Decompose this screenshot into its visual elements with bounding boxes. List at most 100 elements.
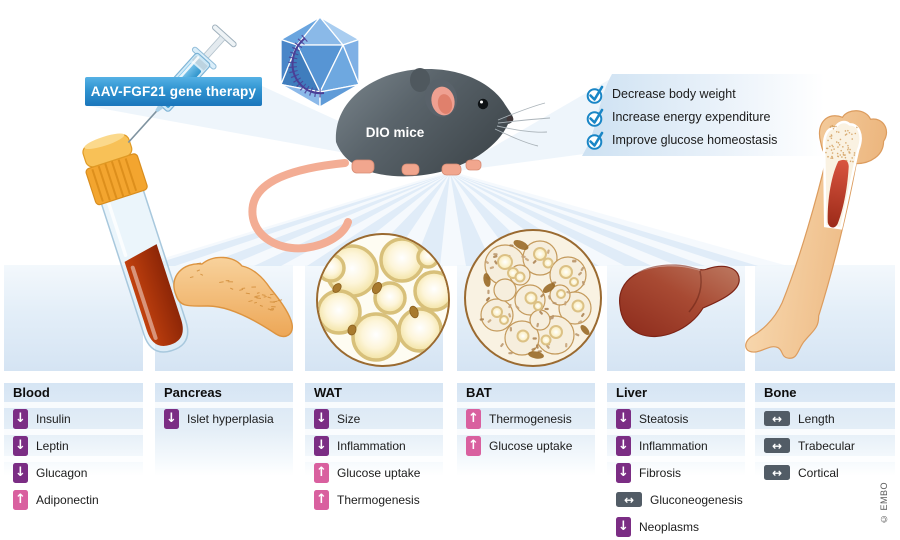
effect-label: Steatosis <box>639 411 689 426</box>
increase-arrow-icon: ↑ <box>314 489 329 510</box>
increase-arrow-icon: ↑ <box>466 408 481 429</box>
panel-title: Bone <box>764 385 797 400</box>
row-separator <box>607 402 745 408</box>
effect-label: Thermogenesis <box>489 411 572 426</box>
row-separator <box>305 429 443 435</box>
panel-title: WAT <box>314 385 342 400</box>
check-icon <box>586 131 604 150</box>
panel-title: Blood <box>13 385 50 400</box>
benefit-text: Increase energy expenditure <box>612 109 771 124</box>
check-icon <box>586 85 604 104</box>
effect-row: ↑ Thermogenesis <box>457 408 595 429</box>
effect-row: ↓ Inflammation <box>607 435 745 456</box>
check-icon <box>586 108 604 127</box>
unchanged-arrow-icon: ↔ <box>764 438 790 453</box>
effect-row: ↔ Length <box>755 408 895 429</box>
row-separator <box>755 456 895 462</box>
effect-label: Gluconeogenesis <box>650 492 743 507</box>
organ-strip <box>457 265 595 371</box>
effect-label: Trabecular <box>798 438 855 453</box>
benefit-item: Improve glucose homeostasis <box>586 128 777 151</box>
panel-title: Pancreas <box>164 385 222 400</box>
panel-title: Liver <box>616 385 648 400</box>
organ-strip <box>305 265 443 371</box>
unchanged-arrow-icon: ↔ <box>764 465 790 480</box>
effect-label: Glucose uptake <box>489 438 573 453</box>
effects-panel: Pancreas ↓Islet hyperplasia <box>155 383 293 476</box>
row-separator <box>4 402 143 408</box>
effect-label: Glucagon <box>36 465 88 480</box>
panel-background <box>155 383 293 476</box>
row-separator <box>4 429 143 435</box>
organ-column-bone: Bone ↔ Length ↔ Trabecular ↔ Cortical <box>755 265 895 540</box>
increase-arrow-icon: ↑ <box>314 462 329 483</box>
row-separator <box>305 402 443 408</box>
organ-column-pancreas: Pancreas ↓Islet hyperplasia <box>155 265 293 540</box>
effect-label: Leptin <box>36 438 69 453</box>
row-separator <box>607 483 745 489</box>
organ-strip <box>755 265 895 371</box>
unchanged-arrow-icon: ↔ <box>616 492 642 507</box>
row-separator <box>457 429 595 435</box>
effects-panel: Blood ↓ Insulin ↓ Leptin ↓ Glucagon ↑ Adiponecti… <box>4 383 143 510</box>
effect-label: Cortical <box>798 465 839 480</box>
row-separator <box>607 456 745 462</box>
effect-row: ↔ Gluconeogenesis <box>607 489 745 510</box>
effect-label: Length <box>798 411 835 426</box>
row-separator <box>305 456 443 462</box>
organ-column-wat: WAT ↓ Size ↓ Inflammation ↑Glucose uptake ↑The… <box>305 265 443 540</box>
effect-row: ↓ Fibrosis <box>607 462 745 483</box>
effect-row: ↑ Glucose uptake <box>457 435 595 456</box>
mouse-label: DIO mice <box>365 125 425 140</box>
effect-row: ↓ Leptin <box>4 435 143 456</box>
row-separator <box>155 402 293 408</box>
panel-title: BAT <box>466 385 492 400</box>
organ-column-liver: Liver ↓ Steatosis ↓ Inflammation ↓ Fibrosis ↔ Gl… <box>607 265 745 540</box>
organ-strip <box>607 265 745 371</box>
decrease-arrow-icon: ↓ <box>13 462 28 483</box>
effect-row: ↓ Inflammation <box>305 435 443 456</box>
increase-arrow-icon: ↑ <box>466 435 481 456</box>
effect-label: Insulin <box>36 411 71 426</box>
effect-row: ↓ Size <box>305 408 443 429</box>
benefit-item: Decrease body weight <box>586 82 777 105</box>
benefit-text: Improve glucose homeostasis <box>612 132 778 147</box>
effects-panel: BAT ↑ Thermogenesis ↑ Glucose uptake <box>457 383 595 476</box>
benefits-list: Decrease body weight Increase energy exp… <box>586 82 777 151</box>
organ-strip <box>155 265 293 371</box>
effect-row: ↔ Cortical <box>755 462 895 483</box>
effect-row: ↓ Insulin <box>4 408 143 429</box>
effect-label: Fibrosis <box>639 465 682 480</box>
effect-row: ↓Islet hyperplasia <box>155 408 293 429</box>
copyright-credit: © EMBO <box>879 481 889 524</box>
row-separator <box>755 402 895 408</box>
effect-label: Adiponectin <box>36 492 99 507</box>
increase-arrow-icon: ↑ <box>13 489 28 510</box>
effects-panel: Liver ↓ Steatosis ↓ Inflammation ↓ Fibrosis ↔ Gl… <box>607 383 745 537</box>
effect-label: Size <box>337 411 361 426</box>
organ-strip <box>4 265 143 371</box>
decrease-arrow-icon: ↓ <box>314 435 329 456</box>
row-separator <box>4 456 143 462</box>
decrease-arrow-icon: ↓ <box>616 435 631 456</box>
effect-label: Neoplasms <box>639 519 700 534</box>
effect-row: ↑Thermogenesis <box>305 489 443 510</box>
organ-column-bat: BAT ↑ Thermogenesis ↑ Glucose uptake <box>457 265 595 540</box>
decrease-arrow-icon: ↓ <box>13 435 28 456</box>
unchanged-arrow-icon: ↔ <box>764 411 790 426</box>
row-separator <box>607 429 745 435</box>
effect-row: ↑Glucose uptake <box>305 462 443 483</box>
organ-column-blood: Blood ↓ Insulin ↓ Leptin ↓ Glucagon ↑ Adiponecti… <box>4 265 143 540</box>
effect-row: ↓ Steatosis <box>607 408 745 429</box>
effects-panel: WAT ↓ Size ↓ Inflammation ↑Glucose uptake ↑The… <box>305 383 443 510</box>
row-separator <box>607 510 745 516</box>
row-separator <box>305 483 443 489</box>
decrease-arrow-icon: ↓ <box>13 408 28 429</box>
decrease-arrow-icon: ↓ <box>616 408 631 429</box>
decrease-arrow-icon: ↓ <box>314 408 329 429</box>
decrease-arrow-icon: ↓ <box>616 462 631 483</box>
row-separator <box>755 429 895 435</box>
effect-label: Inflammation <box>639 438 708 453</box>
effect-label: Inflammation <box>337 438 406 453</box>
